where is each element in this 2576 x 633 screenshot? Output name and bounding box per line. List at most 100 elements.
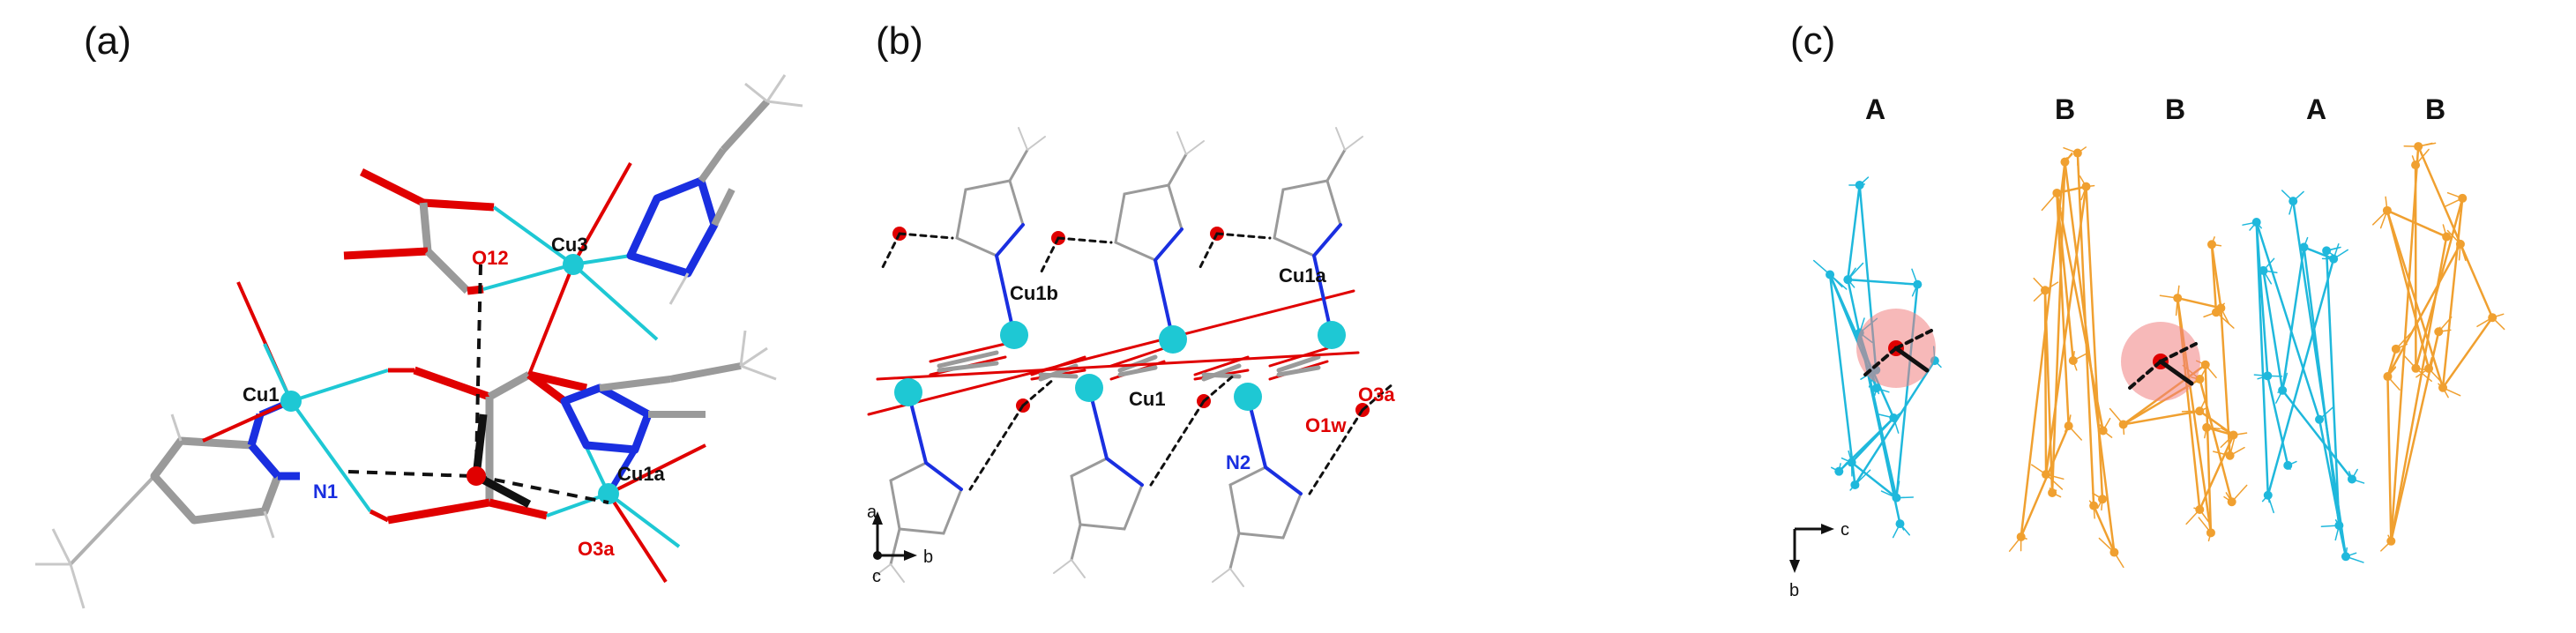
- pyrazole-ring: [1273, 179, 1342, 257]
- cu3-coordination: [482, 74, 803, 376]
- metal-node: [2334, 520, 2344, 530]
- metal-node: [2206, 240, 2216, 249]
- framework-bond: [2176, 296, 2222, 309]
- metal-node: [2341, 552, 2350, 562]
- hydrogen-bond: [1361, 382, 1395, 412]
- h-bond-line: [1185, 140, 1205, 155]
- metal-node: [1871, 384, 1881, 393]
- h-bond-line: [1229, 568, 1244, 587]
- h-bond-line: [1344, 136, 1363, 151]
- label-cu1b: Cu1b: [1010, 282, 1058, 304]
- framework-bond: [2281, 246, 2305, 392]
- metal-node: [2173, 294, 2183, 303]
- metal-node: [2438, 383, 2448, 392]
- metal-node: [2315, 414, 2325, 424]
- metal-node: [2042, 470, 2051, 480]
- axis-label-b: b: [1789, 581, 1799, 600]
- cu1a-atom: [598, 483, 619, 504]
- axes-indicator-c: [1789, 524, 1834, 573]
- metal-node: [2195, 375, 2205, 384]
- framework-bond: [2266, 375, 2289, 467]
- panel-c: (c) A B B A B c b: [1742, 0, 2576, 633]
- framework-bond: [1850, 461, 1898, 499]
- metal-node: [2202, 422, 2212, 432]
- metal-node: [2442, 232, 2452, 242]
- hydrogen-bond: [1021, 377, 1056, 407]
- hydrogen-bond: [898, 232, 954, 240]
- oxalate-backbone: [1276, 354, 1321, 373]
- framework-bond: [2056, 191, 2070, 428]
- framework-bond: [1828, 273, 1856, 487]
- framework-bond: [2044, 185, 2087, 476]
- metal-node: [2347, 474, 2356, 484]
- framework-bond: [2122, 410, 2201, 426]
- chain-bond: [867, 289, 1355, 416]
- chain-bond: [876, 351, 1360, 381]
- pyrazole-ring: [955, 179, 1025, 257]
- metal-node: [2195, 504, 2205, 514]
- metal-node: [2383, 372, 2393, 382]
- pyrazole-n-bond: [924, 461, 963, 491]
- layer-b-3: [2372, 142, 2505, 552]
- hydrogen-bond: [1198, 232, 1219, 271]
- oxalate-bond: [1109, 346, 1166, 368]
- layer-label-3: B: [2165, 93, 2185, 125]
- label-cu1: Cu1: [243, 384, 280, 406]
- label-n2: N2: [1226, 451, 1251, 473]
- framework-bond: [2266, 257, 2335, 497]
- metal-node: [2283, 460, 2293, 470]
- metal-node: [2068, 356, 2078, 366]
- methyl-bond: [1325, 148, 1347, 182]
- methyl-bond: [889, 527, 901, 566]
- hydrogen-bond: [1057, 236, 1113, 244]
- metal-node: [2060, 157, 2070, 167]
- framework-bond: [2390, 145, 2420, 543]
- panel-c-structure: A B B A B c b: [1789, 93, 2505, 600]
- hydrogen-bond: [968, 404, 1025, 491]
- hydrogen-bond: [1039, 236, 1060, 275]
- methyl-bond: [1167, 153, 1188, 187]
- metal-node: [1834, 466, 1844, 476]
- framework-bond: [2255, 220, 2321, 421]
- cu-atom: [894, 378, 922, 406]
- cu1a-coordination: [546, 330, 777, 584]
- label-cu1a: Cu1a: [617, 463, 666, 485]
- framework-bond: [2210, 243, 2222, 309]
- framework-bond: [2056, 191, 2104, 432]
- pyrazole-n-bond: [1105, 457, 1144, 487]
- framework-bond: [2441, 197, 2464, 390]
- metal-node: [2195, 406, 2205, 416]
- oxalate-upper: [343, 168, 495, 295]
- framework-bond: [1847, 183, 1861, 281]
- framework-bond: [2020, 160, 2066, 539]
- panel-a: (a): [0, 0, 860, 633]
- framework-bond: [2092, 504, 2116, 554]
- framework-bond: [2204, 363, 2213, 534]
- framework-bond: [1847, 278, 1919, 286]
- layer-label-2: B: [2055, 93, 2075, 125]
- hydrogen-bond: [1202, 373, 1236, 403]
- framework-bond: [2416, 145, 2494, 319]
- metal-node: [2118, 420, 2128, 429]
- h-bond-line: [1071, 559, 1086, 578]
- pyrazole-n-bond: [1154, 227, 1183, 262]
- metal-node: [2109, 547, 2119, 557]
- metal-node: [1913, 279, 1923, 289]
- label-cu1: Cu1: [1129, 388, 1166, 410]
- metal-node: [2225, 451, 2235, 460]
- framework-bond: [1850, 416, 1895, 464]
- metal-node: [2016, 532, 2026, 541]
- metal-node: [2299, 242, 2309, 252]
- h-bond-line: [890, 563, 905, 583]
- hydrogen-bond: [1863, 346, 1898, 376]
- metal-node: [1847, 458, 1856, 467]
- metal-node: [2488, 313, 2498, 323]
- oxalate-central: [387, 366, 588, 525]
- metal-node: [2098, 426, 2108, 436]
- label-o3a: O3a: [1358, 384, 1395, 406]
- metal-node: [2259, 265, 2268, 275]
- hydrogen-bond: [2159, 342, 2198, 363]
- framework-bond: [2255, 220, 2270, 497]
- metal-node: [2322, 246, 2332, 256]
- metal-node: [2263, 490, 2273, 500]
